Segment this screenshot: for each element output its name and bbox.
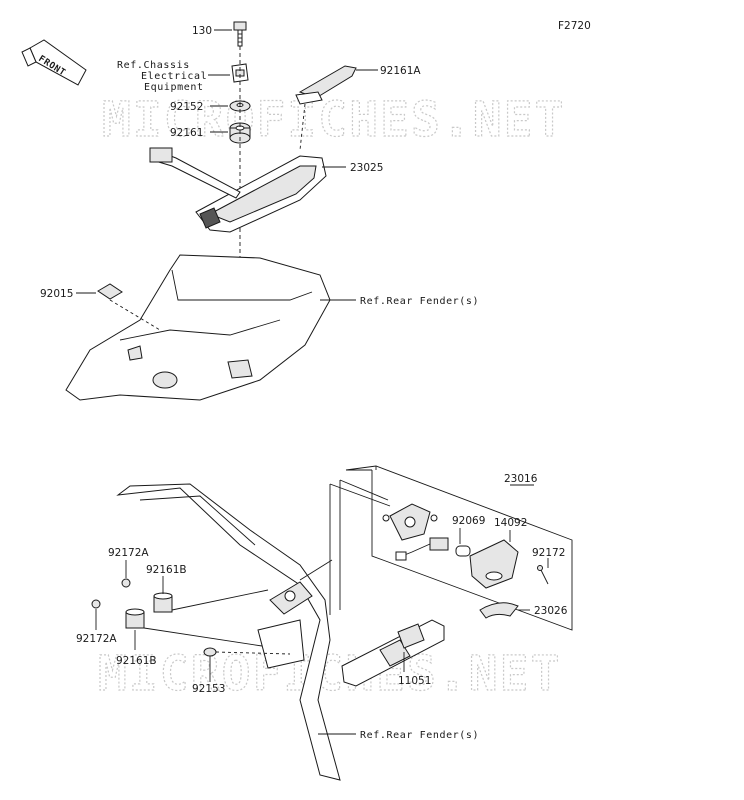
label-23026: 23026 xyxy=(534,605,568,617)
rear-fender-top xyxy=(65,254,331,401)
watermark-bottom: MICROFICHES.NET xyxy=(98,646,561,702)
label-92172A-top: 92172A xyxy=(108,547,149,559)
figure-code: F2720 xyxy=(558,20,591,32)
label-11051: 11051 xyxy=(398,675,431,687)
clip-nut xyxy=(231,63,249,83)
screw-92172A-top xyxy=(121,578,131,588)
label-14092: 14092 xyxy=(494,517,527,529)
bracket-11051 xyxy=(341,619,445,687)
lamp-housing xyxy=(382,503,438,541)
bolt-130 xyxy=(233,21,247,47)
ref-chassis-line1: Ref.Chassis xyxy=(117,60,190,71)
ref-rear-fender-top: Ref.Rear Fender(s) xyxy=(360,296,479,307)
label-92069: 92069 xyxy=(452,515,485,527)
screw-92172A-bottom xyxy=(91,599,101,609)
watermark-top: MICROFICHES.NET xyxy=(102,92,565,148)
label-23016: 23016 xyxy=(504,473,538,485)
label-92172: 92172 xyxy=(532,547,565,559)
gasket-23026 xyxy=(479,602,519,619)
screw-92172 xyxy=(537,565,549,585)
label-92161B-bottom: 92161B xyxy=(116,655,157,667)
bracket-92161A xyxy=(295,65,357,105)
ref-rear-fender-bottom: Ref.Rear Fender(s) xyxy=(360,730,479,741)
bolt-92153 xyxy=(203,647,291,657)
grommet-92161B-bottom xyxy=(125,608,145,629)
label-92161: 92161 xyxy=(170,127,203,139)
label-92015: 92015 xyxy=(40,288,73,300)
lamp-socket xyxy=(395,537,449,561)
ref-chassis-line2: Electrical xyxy=(141,71,207,82)
kit-box-23016 xyxy=(345,465,573,631)
label-92152: 92152 xyxy=(170,101,203,113)
pad-92015 xyxy=(97,283,123,300)
label-92153: 92153 xyxy=(192,683,225,695)
ref-chassis-line3: Equipment xyxy=(144,82,204,93)
label-92161A: 92161A xyxy=(380,65,421,77)
grommet-92161B-top xyxy=(153,592,173,613)
license-bracket xyxy=(116,483,341,781)
label-23025: 23025 xyxy=(350,162,383,174)
tail-lamp-23025 xyxy=(149,147,327,233)
front-arrow-icon: FRONT xyxy=(21,39,87,86)
bulb-92069 xyxy=(455,545,471,557)
label-92161B-top: 92161B xyxy=(146,564,187,576)
label-92172A-bottom: 92172A xyxy=(76,633,117,645)
lens-14092 xyxy=(469,539,519,589)
label-130: 130 xyxy=(192,25,212,37)
